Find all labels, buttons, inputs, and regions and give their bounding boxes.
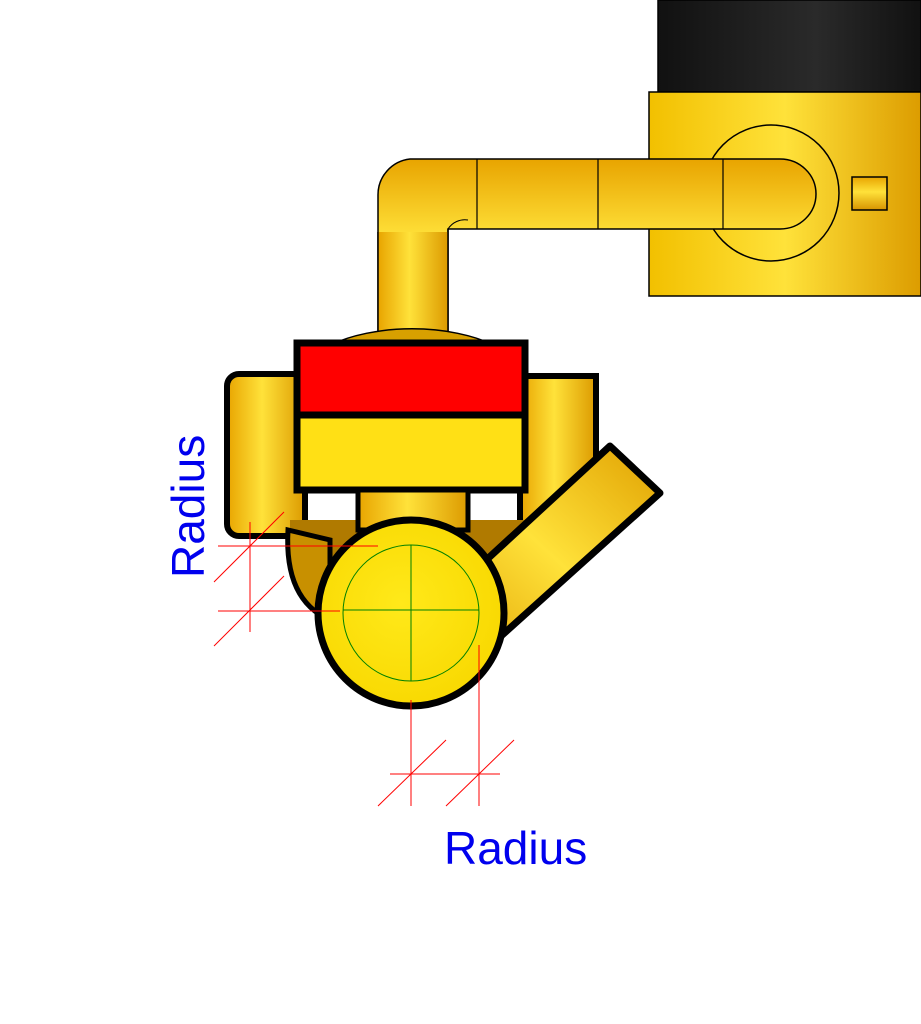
horizontal-radius-dimension	[377, 645, 515, 807]
valve-handle-base	[293, 411, 529, 494]
linkage-rod	[377, 158, 817, 336]
actuator-drive-stub	[851, 176, 888, 211]
vertical-radius-dimension	[213, 511, 378, 647]
valve-handle-red	[293, 339, 529, 419]
actuator-assembly	[648, 0, 921, 297]
vertical-radius-label: Radius	[162, 435, 214, 578]
valve-body-assembly	[224, 328, 664, 710]
left-port-tube	[224, 371, 308, 539]
actuator-motor-housing	[657, 0, 921, 93]
horizontal-radius-label: Radius	[444, 822, 587, 874]
linkage-vertical-highlight	[378, 232, 448, 335]
linkage-horizontal-tube	[377, 158, 817, 336]
